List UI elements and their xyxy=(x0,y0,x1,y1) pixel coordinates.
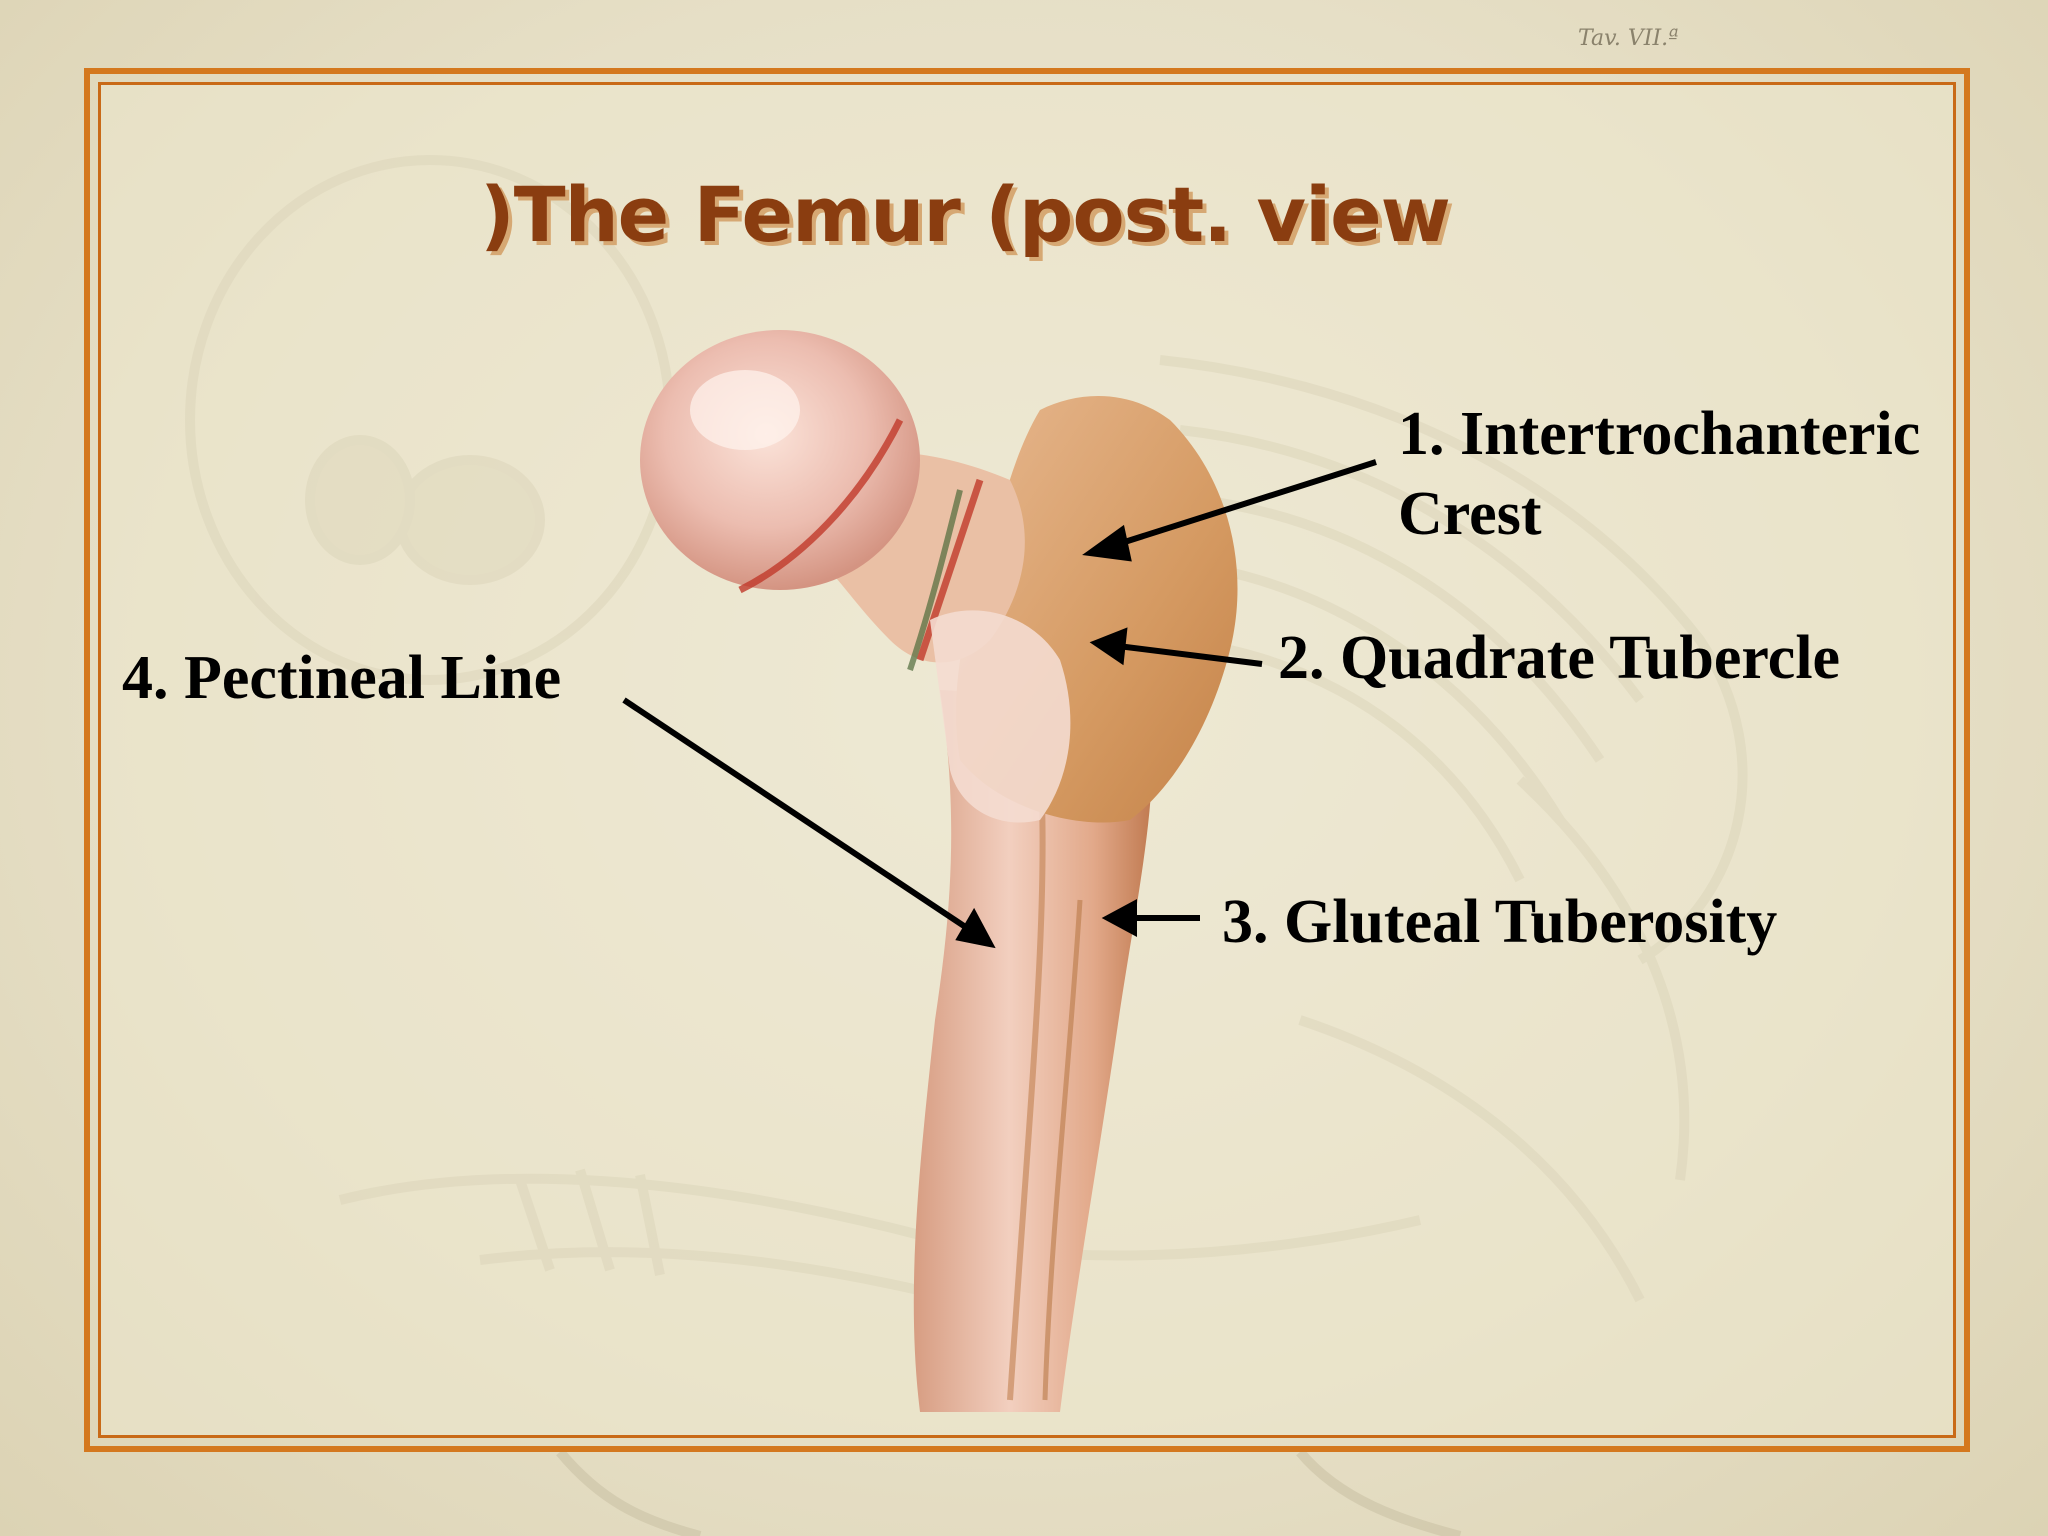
slide-title: )The Femur (post. view xyxy=(480,170,1451,259)
label-intertrochanteric-crest: 1. Intertrochanteric xyxy=(1398,400,1921,468)
label-intertrochanteric-crest-line2: Crest xyxy=(1398,480,1542,548)
arrow-pectineal-line xyxy=(622,697,972,933)
arrow-intertrochanteric xyxy=(1111,459,1377,549)
plate-mark: Tav. VII.ª xyxy=(1578,26,1679,51)
slide-frame-outer xyxy=(84,68,1970,1452)
label-pectineal-line: 4. Pectineal Line xyxy=(122,644,562,712)
label-quadrate-tubercle: 2. Quadrate Tubercle xyxy=(1278,624,1841,692)
label-gluteal-tuberosity: 3. Gluteal Tuberosity xyxy=(1222,888,1778,956)
arrow-quadrate-tubercle xyxy=(1117,643,1263,667)
